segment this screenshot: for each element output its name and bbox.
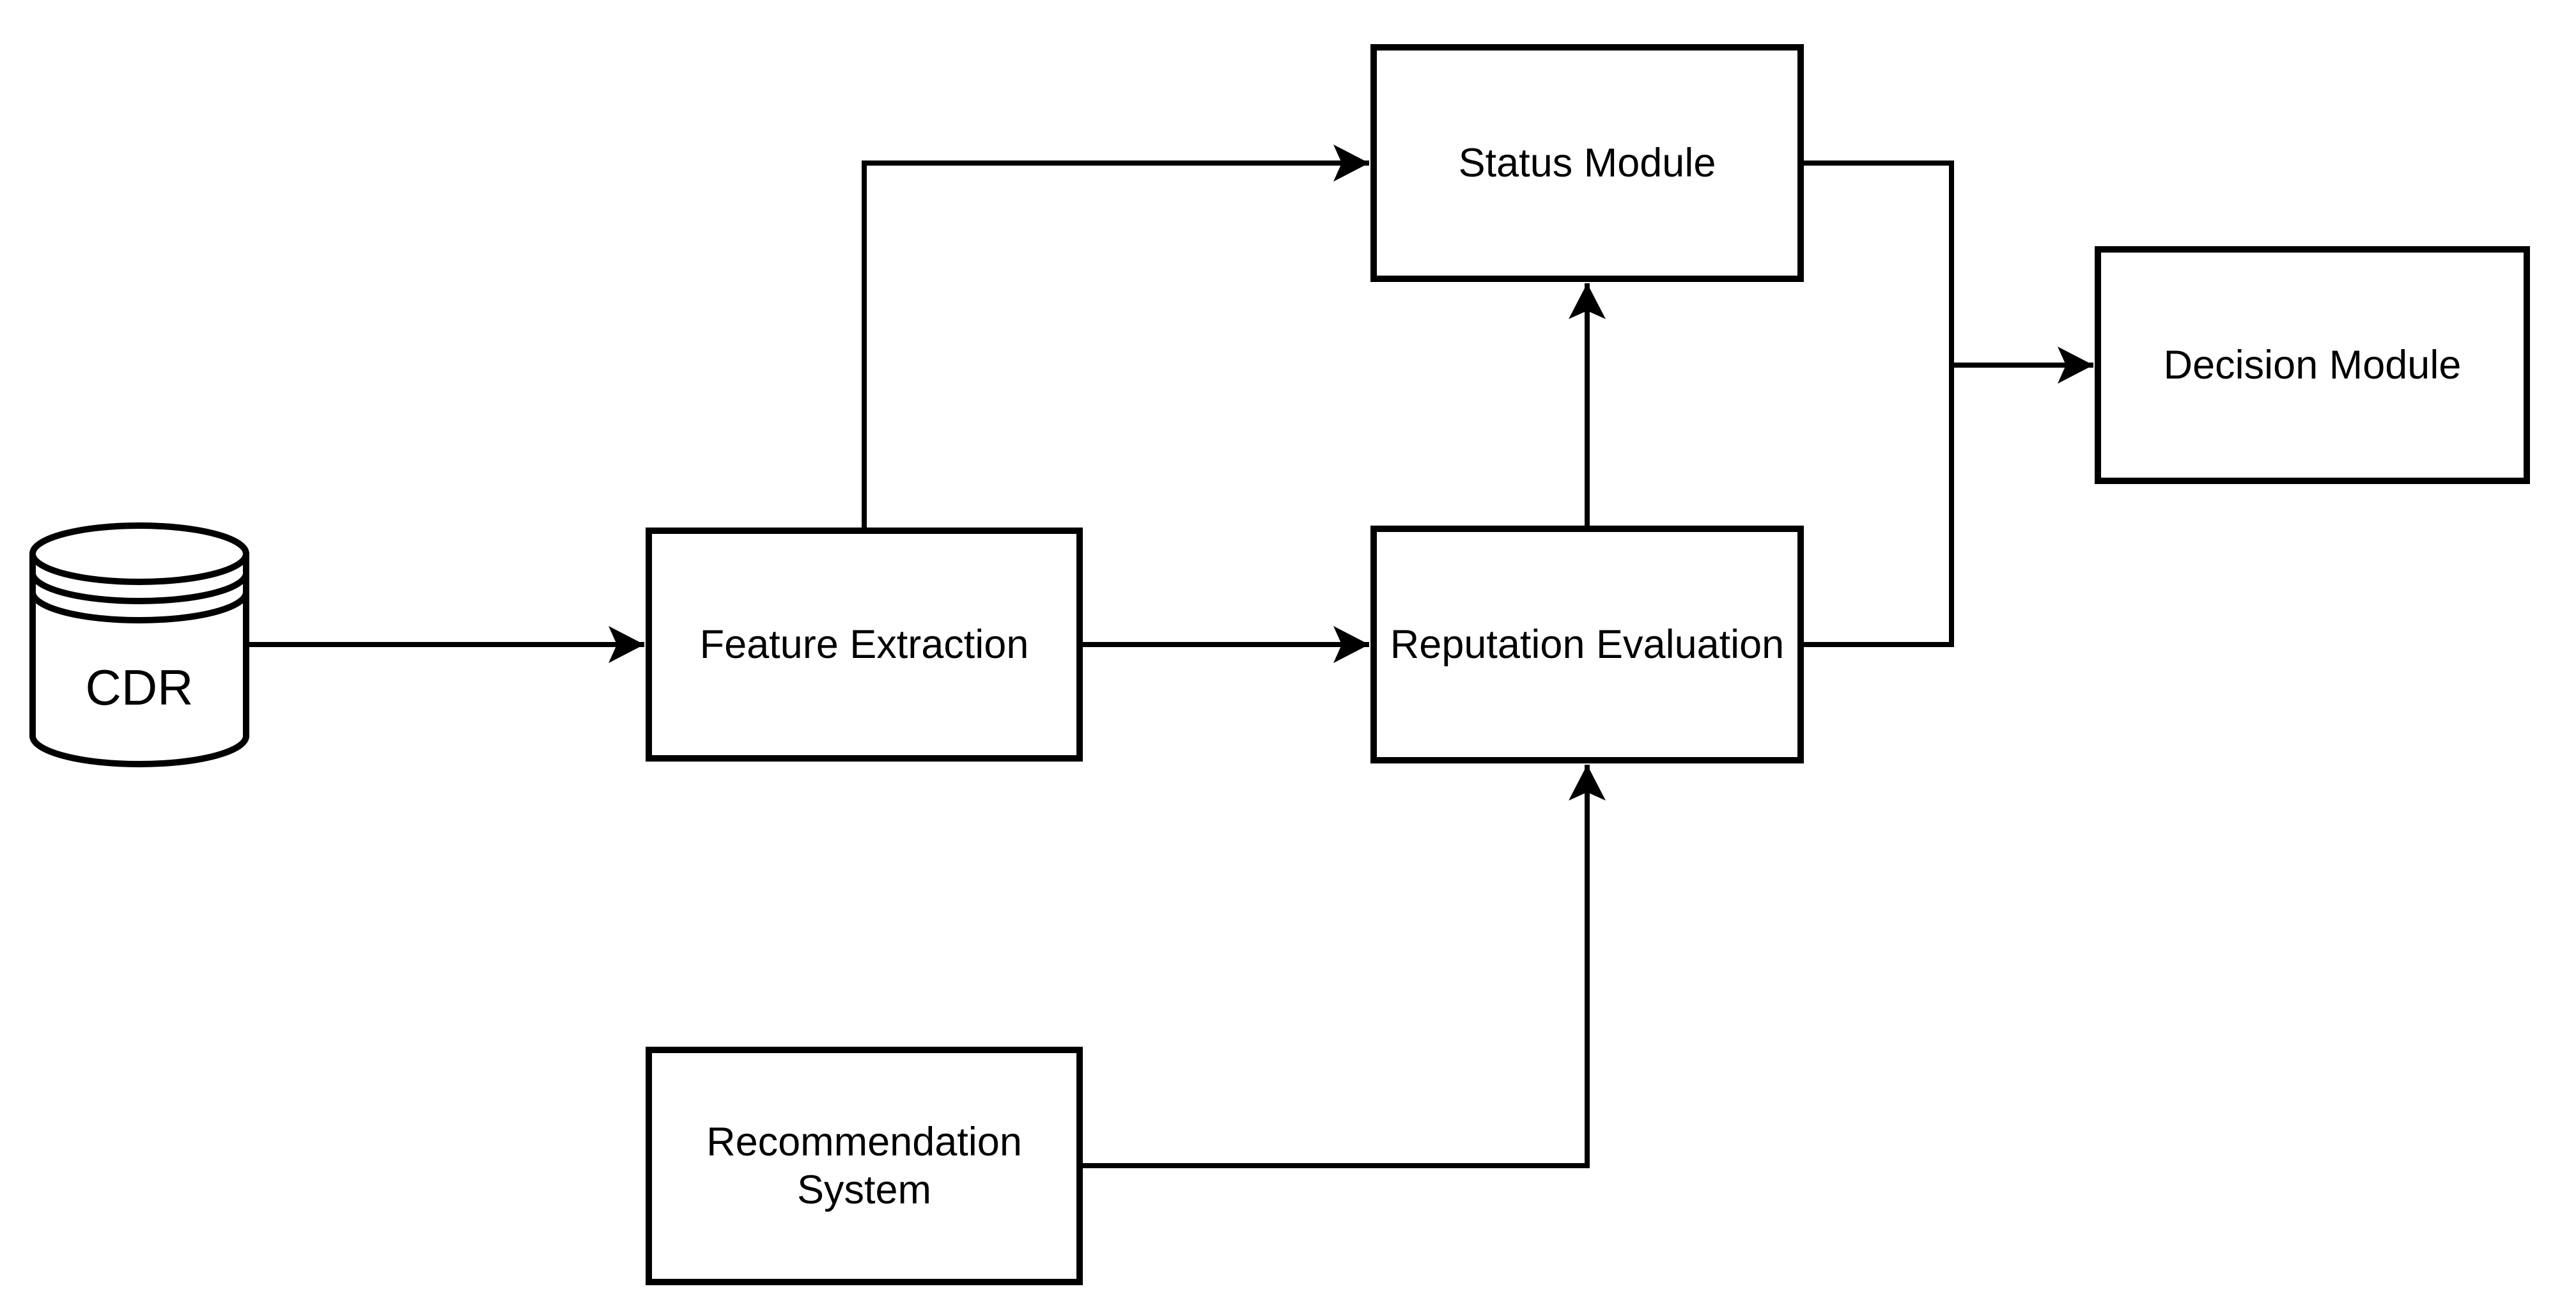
edge-feature-extraction-to-status-module [862, 145, 1369, 528]
reputation-evaluation-label: Reputation Evaluation [1390, 622, 1785, 667]
cdr-node-label: CDR [85, 659, 194, 716]
feature-extraction-node: Feature Extraction [646, 528, 1083, 762]
status-module-label: Status Module [1458, 140, 1716, 185]
recommendation-system-node: Recommendation System [646, 1047, 1083, 1285]
decision-module-label: Decision Module [2163, 342, 2462, 387]
edge-status-module-to-decision-module [1804, 160, 2093, 384]
cdr-cylinder-shape [29, 522, 249, 767]
reputation-evaluation-node: Reputation Evaluation [1370, 526, 1804, 763]
edge-recommendation-system-to-reputation-evaluation [1083, 765, 1606, 1168]
status-module-node: Status Module [1370, 44, 1804, 282]
feature-extraction-label: Feature Extraction [699, 622, 1029, 667]
recommendation-system-label: Recommendation System [706, 1120, 1022, 1212]
edge-reputation-evaluation-to-decision-module [1804, 365, 1954, 647]
decision-module-node: Decision Module [2095, 246, 2530, 484]
